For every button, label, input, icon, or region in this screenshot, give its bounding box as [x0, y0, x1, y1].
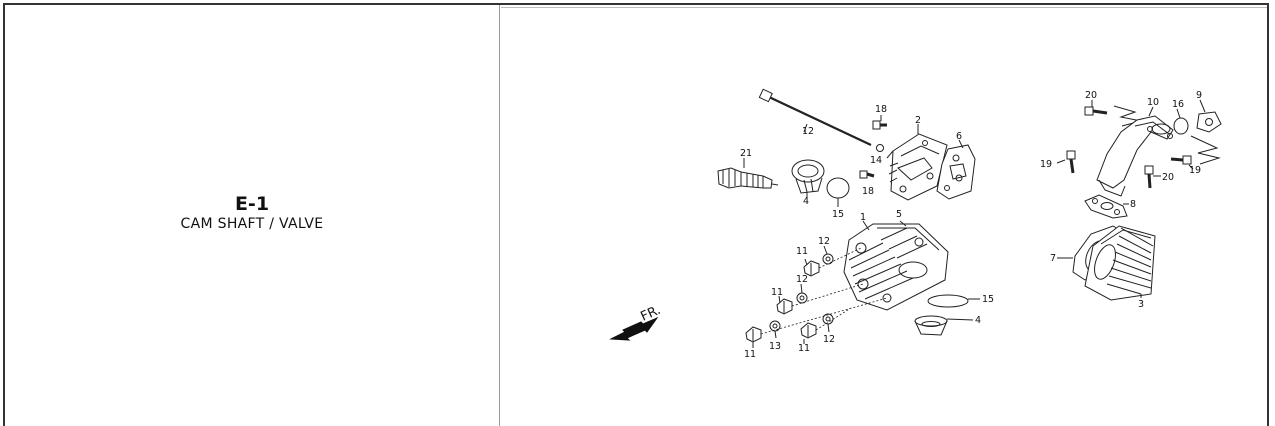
leader-12b: [800, 283, 803, 294]
section-title: CAM SHAFT / VALVE: [180, 216, 324, 232]
front-direction-label: FR.: [639, 303, 664, 325]
cap-nut-4-part: [800, 322, 817, 339]
callout-label: 13: [769, 341, 781, 352]
cylinder-3-part: [1084, 225, 1156, 301]
callout-label: 1: [860, 212, 866, 223]
o-ring-16-part: [1173, 117, 1189, 135]
leader-10: [1148, 106, 1154, 117]
section-title-block: E-1 CAM SHAFT / VALVE: [5, 193, 499, 233]
bolt-18-lower-part: [859, 170, 875, 179]
callout-label: 11: [796, 246, 808, 257]
bolt-19-right-part: [1144, 165, 1154, 189]
washer-12c-part: [822, 313, 834, 325]
leader-11a: [804, 258, 808, 266]
leader-12a: [823, 245, 828, 255]
insulator-gasket-8-part: [1084, 194, 1128, 219]
front-direction-arrow-icon: [609, 316, 659, 341]
intake-pipe-part: [1096, 115, 1174, 197]
cap-nut-3-part: [745, 326, 762, 343]
washer-13-part: [769, 320, 781, 332]
callout-label: 11: [798, 343, 810, 354]
washer-14-part: [876, 144, 884, 152]
callout-label: 15: [832, 209, 844, 220]
callout-label: 20: [1162, 172, 1174, 183]
callout-label: 12: [802, 126, 814, 137]
callout-label: 5: [896, 209, 902, 220]
callout-label: 16: [1172, 99, 1184, 110]
section-code: E-1: [234, 193, 270, 215]
washer-12b-part: [796, 292, 808, 304]
callout-label: 8: [1130, 199, 1136, 210]
callout-label: 19: [1040, 159, 1052, 170]
callout-label: 9: [1196, 90, 1202, 101]
tappet-cap-upper-part: [791, 159, 825, 194]
leader-4b: [946, 318, 974, 321]
diagram-panel-top-border: [501, 7, 1267, 8]
leader-6: [958, 139, 964, 149]
leader-13: [774, 330, 777, 339]
bolt-20-top-part: [1084, 106, 1108, 116]
o-ring-lower-part: [927, 294, 969, 308]
leader-9: [1199, 99, 1206, 113]
leader-17: [803, 123, 808, 133]
leader-1: [862, 220, 870, 231]
callout-label: 20: [1085, 90, 1097, 101]
callout-label: 11: [771, 287, 783, 298]
callout-label: 21: [740, 148, 752, 159]
leader-16: [1176, 108, 1181, 119]
bolt-19-left-part: [1066, 150, 1076, 174]
zigzag-right: [1190, 135, 1221, 165]
callout-label: 14: [870, 155, 882, 166]
stud-bolt-part: [758, 88, 872, 146]
leader-20b: [1188, 164, 1194, 170]
callout-label: 12: [823, 334, 835, 345]
callout-label: 4: [975, 315, 981, 326]
callout-label: 15: [982, 294, 994, 305]
washer-12a-part: [822, 253, 834, 265]
callout-label: 10: [1147, 97, 1159, 108]
side-gasket-part: [936, 144, 976, 200]
cap-nut-2-part: [776, 298, 793, 315]
leader-19a: [1056, 159, 1066, 164]
callout-label: 18: [875, 104, 887, 115]
callout-label: 12: [796, 274, 808, 285]
callout-label: 2: [915, 115, 921, 126]
tappet-cap-lower-part: [914, 315, 948, 336]
callout-label: 6: [956, 131, 962, 142]
callout-label: 18: [862, 186, 874, 197]
cap-nut-1-part: [803, 260, 820, 277]
alignment-lines: [760, 247, 888, 335]
cylinder-head-part: [843, 223, 949, 311]
cam-holder-part: [886, 133, 948, 201]
bolt-18-top-part: [872, 120, 887, 130]
callout-label: 3: [1138, 299, 1144, 310]
callout-label: 19: [1189, 165, 1201, 176]
callout-label: 12: [818, 236, 830, 247]
leader-5: [899, 220, 907, 227]
callout-label: 4: [803, 196, 809, 207]
bolt-20-right-part: [1170, 155, 1192, 165]
o-ring-upper-part: [826, 177, 850, 199]
callout-label: 7: [1050, 253, 1056, 264]
leader-11b: [778, 295, 781, 304]
parts-exploded-diagram: 12 21 4 15 18 14 18 2 6 1 5 12 11 12 11 …: [609, 88, 1222, 360]
spark-plug-part: [717, 167, 779, 189]
panel-divider: [499, 5, 500, 426]
leader-12c: [827, 323, 830, 333]
flange-gasket-9-part: [1196, 111, 1222, 133]
callout-label: 11: [744, 349, 756, 360]
page-frame: [3, 3, 1269, 426]
